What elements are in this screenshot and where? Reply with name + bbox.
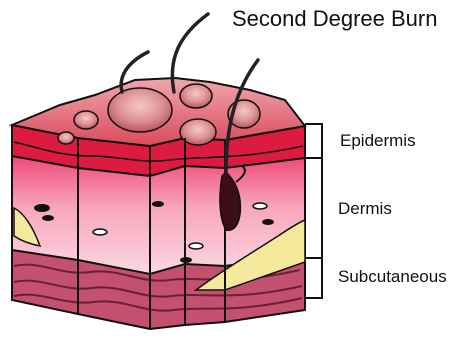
cell xyxy=(152,201,164,207)
layer-brackets xyxy=(305,124,322,298)
blister xyxy=(74,111,98,129)
dermis-bracket xyxy=(305,158,322,258)
cell xyxy=(189,243,203,249)
cell xyxy=(42,215,54,221)
cell xyxy=(253,203,267,209)
diagram-title: Second Degree Burn xyxy=(232,6,437,32)
cell xyxy=(34,204,50,212)
blister xyxy=(180,84,212,108)
label-dermis: Dermis xyxy=(338,199,392,219)
epidermis-bracket xyxy=(305,124,322,158)
blister xyxy=(108,88,172,132)
label-subcutaneous: Subcutaneous xyxy=(338,267,447,287)
blister xyxy=(58,132,74,144)
label-epidermis: Epidermis xyxy=(340,131,416,151)
cell xyxy=(262,219,274,225)
subcutaneous-bracket xyxy=(305,258,322,298)
cell xyxy=(93,229,107,235)
